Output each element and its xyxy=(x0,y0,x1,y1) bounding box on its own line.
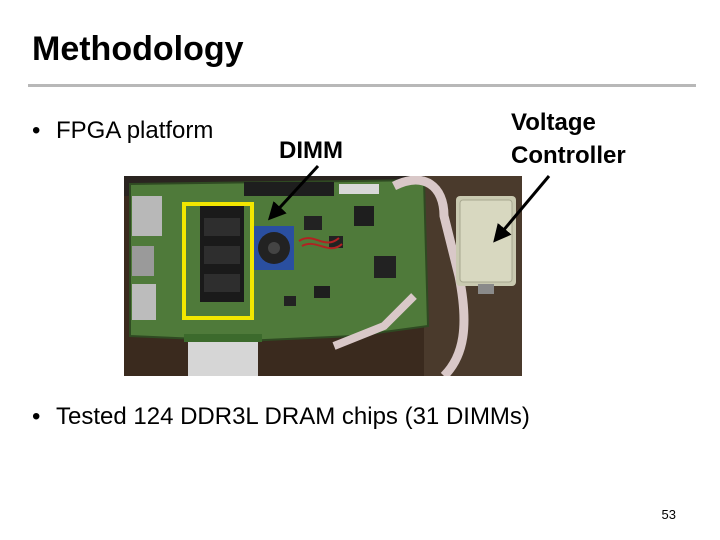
bullet-symbol: • xyxy=(32,403,41,430)
voltage-label-line1: Voltage xyxy=(511,109,596,136)
bullet-symbol: • xyxy=(32,117,41,144)
voltage-label-line2: Controller xyxy=(511,142,626,169)
slide-title: Methodology xyxy=(32,30,244,68)
page-number: 53 xyxy=(661,507,676,522)
voltage-controller-label: Voltage Controller xyxy=(511,106,626,172)
bullet-fpga-platform: • FPGA platform xyxy=(32,117,213,145)
bullet-tested-chips: • Tested 124 DDR3L DRAM chips (31 DIMMs) xyxy=(32,403,530,431)
dimm-label: DIMM xyxy=(279,137,343,164)
bullet-text: Tested 124 DDR3L DRAM chips (31 DIMMs) xyxy=(56,403,530,430)
fpga-board-photo xyxy=(124,176,522,376)
title-divider xyxy=(28,84,696,87)
bullet-text: FPGA platform xyxy=(56,117,214,144)
